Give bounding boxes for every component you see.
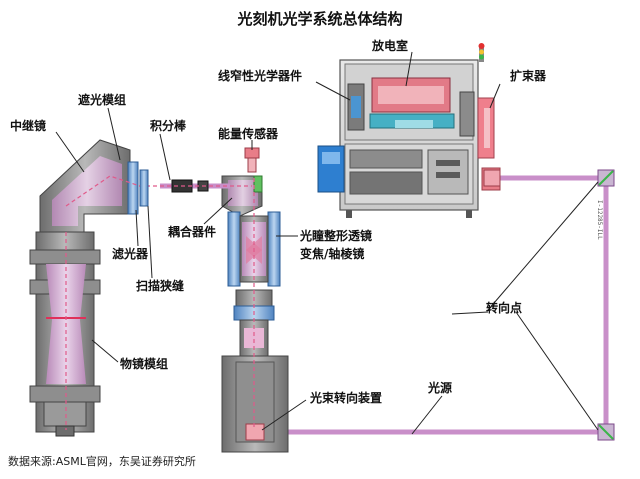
figure-reference-code: I-12285-ILL bbox=[596, 200, 603, 240]
beam-steering-mirror bbox=[245, 423, 265, 441]
illumination-module bbox=[221, 147, 289, 453]
label-turning-point: 转向点 bbox=[486, 300, 522, 315]
pupil-lens-right bbox=[267, 211, 281, 287]
internal-beam-relay bbox=[65, 175, 141, 207]
label-zoom-axicon: 变焦/轴棱镜 bbox=[300, 246, 364, 261]
pupil-lens-left bbox=[227, 211, 241, 287]
integrator-link bbox=[132, 179, 252, 193]
labels: 放电室 线窄性光学器件 扩束器 中继镜 遮光模组 积分棒 能量传感器 耦合器件 … bbox=[10, 38, 547, 405]
label-light-source: 光源 bbox=[427, 380, 452, 395]
coupler-mirror-shape bbox=[253, 175, 263, 193]
label-line-narrowing: 线窄性光学器件 bbox=[218, 68, 302, 83]
projection-column bbox=[29, 139, 149, 437]
label-energy-sensor: 能量传感器 bbox=[218, 126, 279, 141]
laser-source-cabinet bbox=[317, 43, 501, 218]
label-shading-module: 遮光模组 bbox=[78, 92, 126, 107]
label-scan-slit: 扫描狭缝 bbox=[136, 278, 184, 293]
label-beam-expander: 扩束器 bbox=[510, 68, 547, 83]
beam-delivery-path: I-12285-ILL bbox=[262, 169, 615, 441]
label-coupler: 耦合器件 bbox=[168, 224, 216, 239]
label-beam-steering: 光束转向装置 bbox=[309, 390, 382, 405]
turning-mirror-top-left bbox=[483, 169, 501, 187]
label-pupil-shaping: 光瞳整形透镜 bbox=[299, 228, 372, 243]
diagram-title: 光刻机光学系统总体结构 bbox=[236, 10, 402, 28]
label-discharge-chamber: 放电室 bbox=[371, 38, 408, 53]
label-integrator-rod: 积分棒 bbox=[150, 118, 187, 133]
label-filter: 滤光器 bbox=[112, 246, 149, 261]
leader-lines bbox=[55, 51, 599, 435]
label-relay-lens: 中继镜 bbox=[10, 118, 46, 133]
label-objective-module: 物镜模组 bbox=[120, 356, 168, 371]
filter-shape bbox=[127, 161, 139, 215]
source-note: 数据来源:ASML官网，东吴证券研究所 bbox=[8, 454, 196, 468]
